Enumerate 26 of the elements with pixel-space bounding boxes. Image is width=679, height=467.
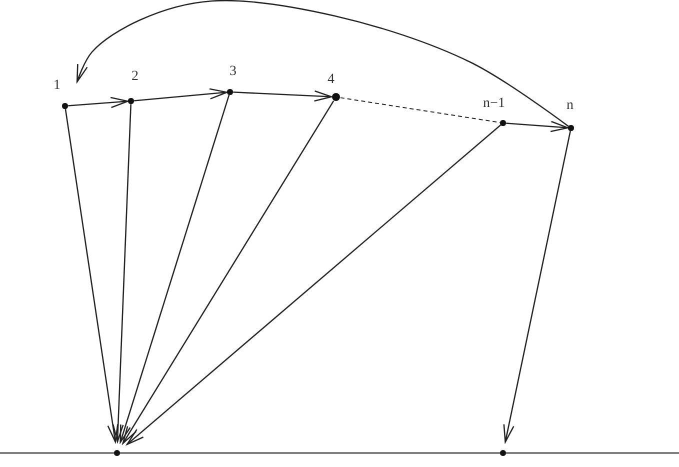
arrow <box>120 94 230 443</box>
point-dot <box>62 103 68 109</box>
vertex-label: n−1 <box>483 97 505 111</box>
arrow <box>506 120 569 132</box>
point-dot <box>128 98 134 104</box>
vertex-label: 3 <box>230 65 236 79</box>
arrow <box>503 130 571 443</box>
arrow <box>112 104 132 442</box>
point-dot <box>568 125 574 131</box>
arrow <box>122 100 334 444</box>
point-dot <box>500 450 506 456</box>
arrow <box>126 124 502 445</box>
point-dot <box>114 450 120 456</box>
arrow <box>64 108 118 442</box>
vertex-label: n <box>566 99 574 113</box>
point-dot <box>500 120 506 126</box>
vertex-label: 4 <box>328 73 334 87</box>
dashed-connector-line <box>340 97 500 124</box>
arrow <box>134 88 228 102</box>
vertex-label: 2 <box>132 70 138 84</box>
point-dot <box>227 89 233 95</box>
point-dot <box>332 93 340 101</box>
arrow <box>233 90 332 102</box>
arrow <box>68 96 129 108</box>
arrow <box>76 0 569 127</box>
vertex-label: 1 <box>54 79 60 93</box>
